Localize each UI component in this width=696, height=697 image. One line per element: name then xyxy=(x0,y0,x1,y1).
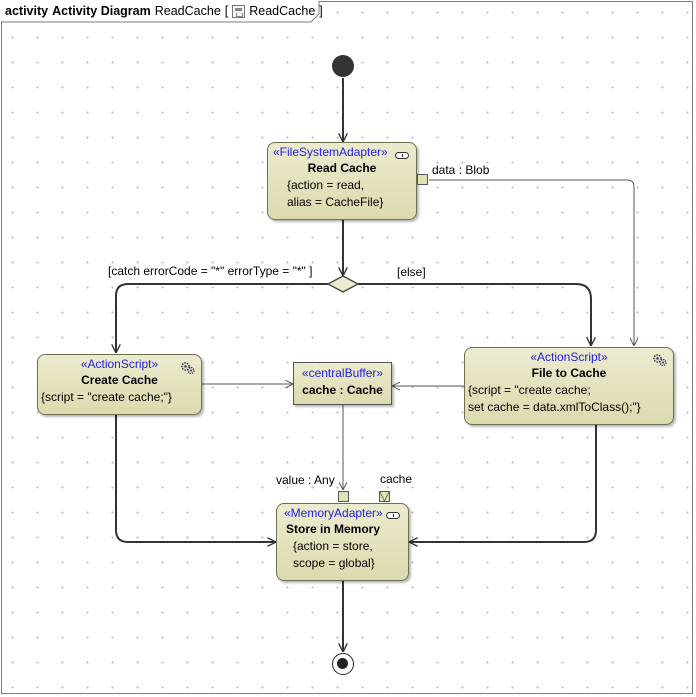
frame-header: activity Activity Diagram ReadCache [ Re… xyxy=(1,1,323,23)
read-cache-body: {action = read, alias = CacheFile} xyxy=(287,178,384,209)
pin-data-output[interactable] xyxy=(417,174,428,185)
store-stereotype: «MemoryAdapter» xyxy=(284,506,383,520)
activity-diagram-icon xyxy=(232,4,246,18)
frame-ref: ReadCache xyxy=(249,4,316,18)
action-read-cache[interactable]: «FileSystemAdapter» Read Cache {action =… xyxy=(267,142,417,220)
initial-node[interactable] xyxy=(332,55,354,77)
file-to-cache-name: File to Cache xyxy=(531,366,607,380)
frame-bracket-open: [ xyxy=(224,4,229,18)
central-buffer-name: cache : Cache xyxy=(302,383,383,397)
store-body: {action = store, scope = global} xyxy=(293,539,375,570)
frame-header-outline xyxy=(1,1,320,23)
call-behavior-icon xyxy=(386,512,400,519)
gear-icon xyxy=(181,362,195,375)
create-cache-stereotype: «ActionScript» xyxy=(80,357,159,371)
label-value-pin: value : Any xyxy=(276,473,335,487)
action-file-to-cache[interactable]: «ActionScript» File to Cache {script = "… xyxy=(464,347,674,425)
pin-value-input[interactable] xyxy=(338,491,349,502)
activity-final-node[interactable] xyxy=(332,653,354,675)
frame-name: ReadCache xyxy=(154,4,221,18)
label-data-pin: data : Blob xyxy=(432,163,490,177)
create-cache-name: Create Cache xyxy=(81,373,158,387)
gear-icon xyxy=(653,354,667,367)
frame-bracket-close: ] xyxy=(319,4,323,18)
guard-else: [else] xyxy=(397,265,426,279)
frame-kind: Activity Diagram xyxy=(52,4,151,18)
read-cache-stereotype: «FileSystemAdapter» xyxy=(273,145,388,159)
central-buffer-cache[interactable]: «centralBuffer» cache : Cache xyxy=(293,362,392,405)
file-to-cache-stereotype: «ActionScript» xyxy=(530,350,608,364)
action-create-cache[interactable]: «ActionScript» Create Cache {script = "c… xyxy=(37,354,202,415)
create-cache-body: {script = "create cache;"} xyxy=(41,390,172,404)
central-buffer-stereotype: «centralBuffer» xyxy=(301,366,384,380)
file-to-cache-body: {script = "create cache; set cache = dat… xyxy=(468,383,641,414)
pin-cache-stream[interactable] xyxy=(379,491,390,502)
call-behavior-icon xyxy=(395,152,409,159)
store-name: Store in Memory xyxy=(286,522,381,536)
frame-keyword: activity xyxy=(5,4,49,18)
action-store-in-memory[interactable]: «MemoryAdapter» Store in Memory {action … xyxy=(276,503,409,581)
read-cache-name: Read Cache xyxy=(307,161,377,175)
label-cache-pin: cache xyxy=(380,472,413,486)
guard-catch: [catch errorCode = "*" errorType = "*" ] xyxy=(108,264,313,278)
